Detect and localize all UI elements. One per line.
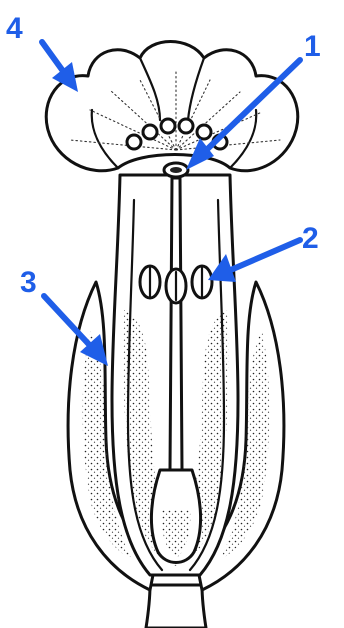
callout-number-2: 2 <box>302 222 319 255</box>
callout-number-4: 4 <box>6 12 23 45</box>
petals <box>46 42 298 171</box>
stigma <box>164 163 188 177</box>
arrow-2 <box>226 240 300 272</box>
stem <box>146 585 206 628</box>
anthers <box>140 266 212 303</box>
style <box>170 178 182 470</box>
callout-number-3: 3 <box>20 266 37 299</box>
ovary <box>151 470 200 563</box>
callout-number-1: 1 <box>304 30 321 63</box>
